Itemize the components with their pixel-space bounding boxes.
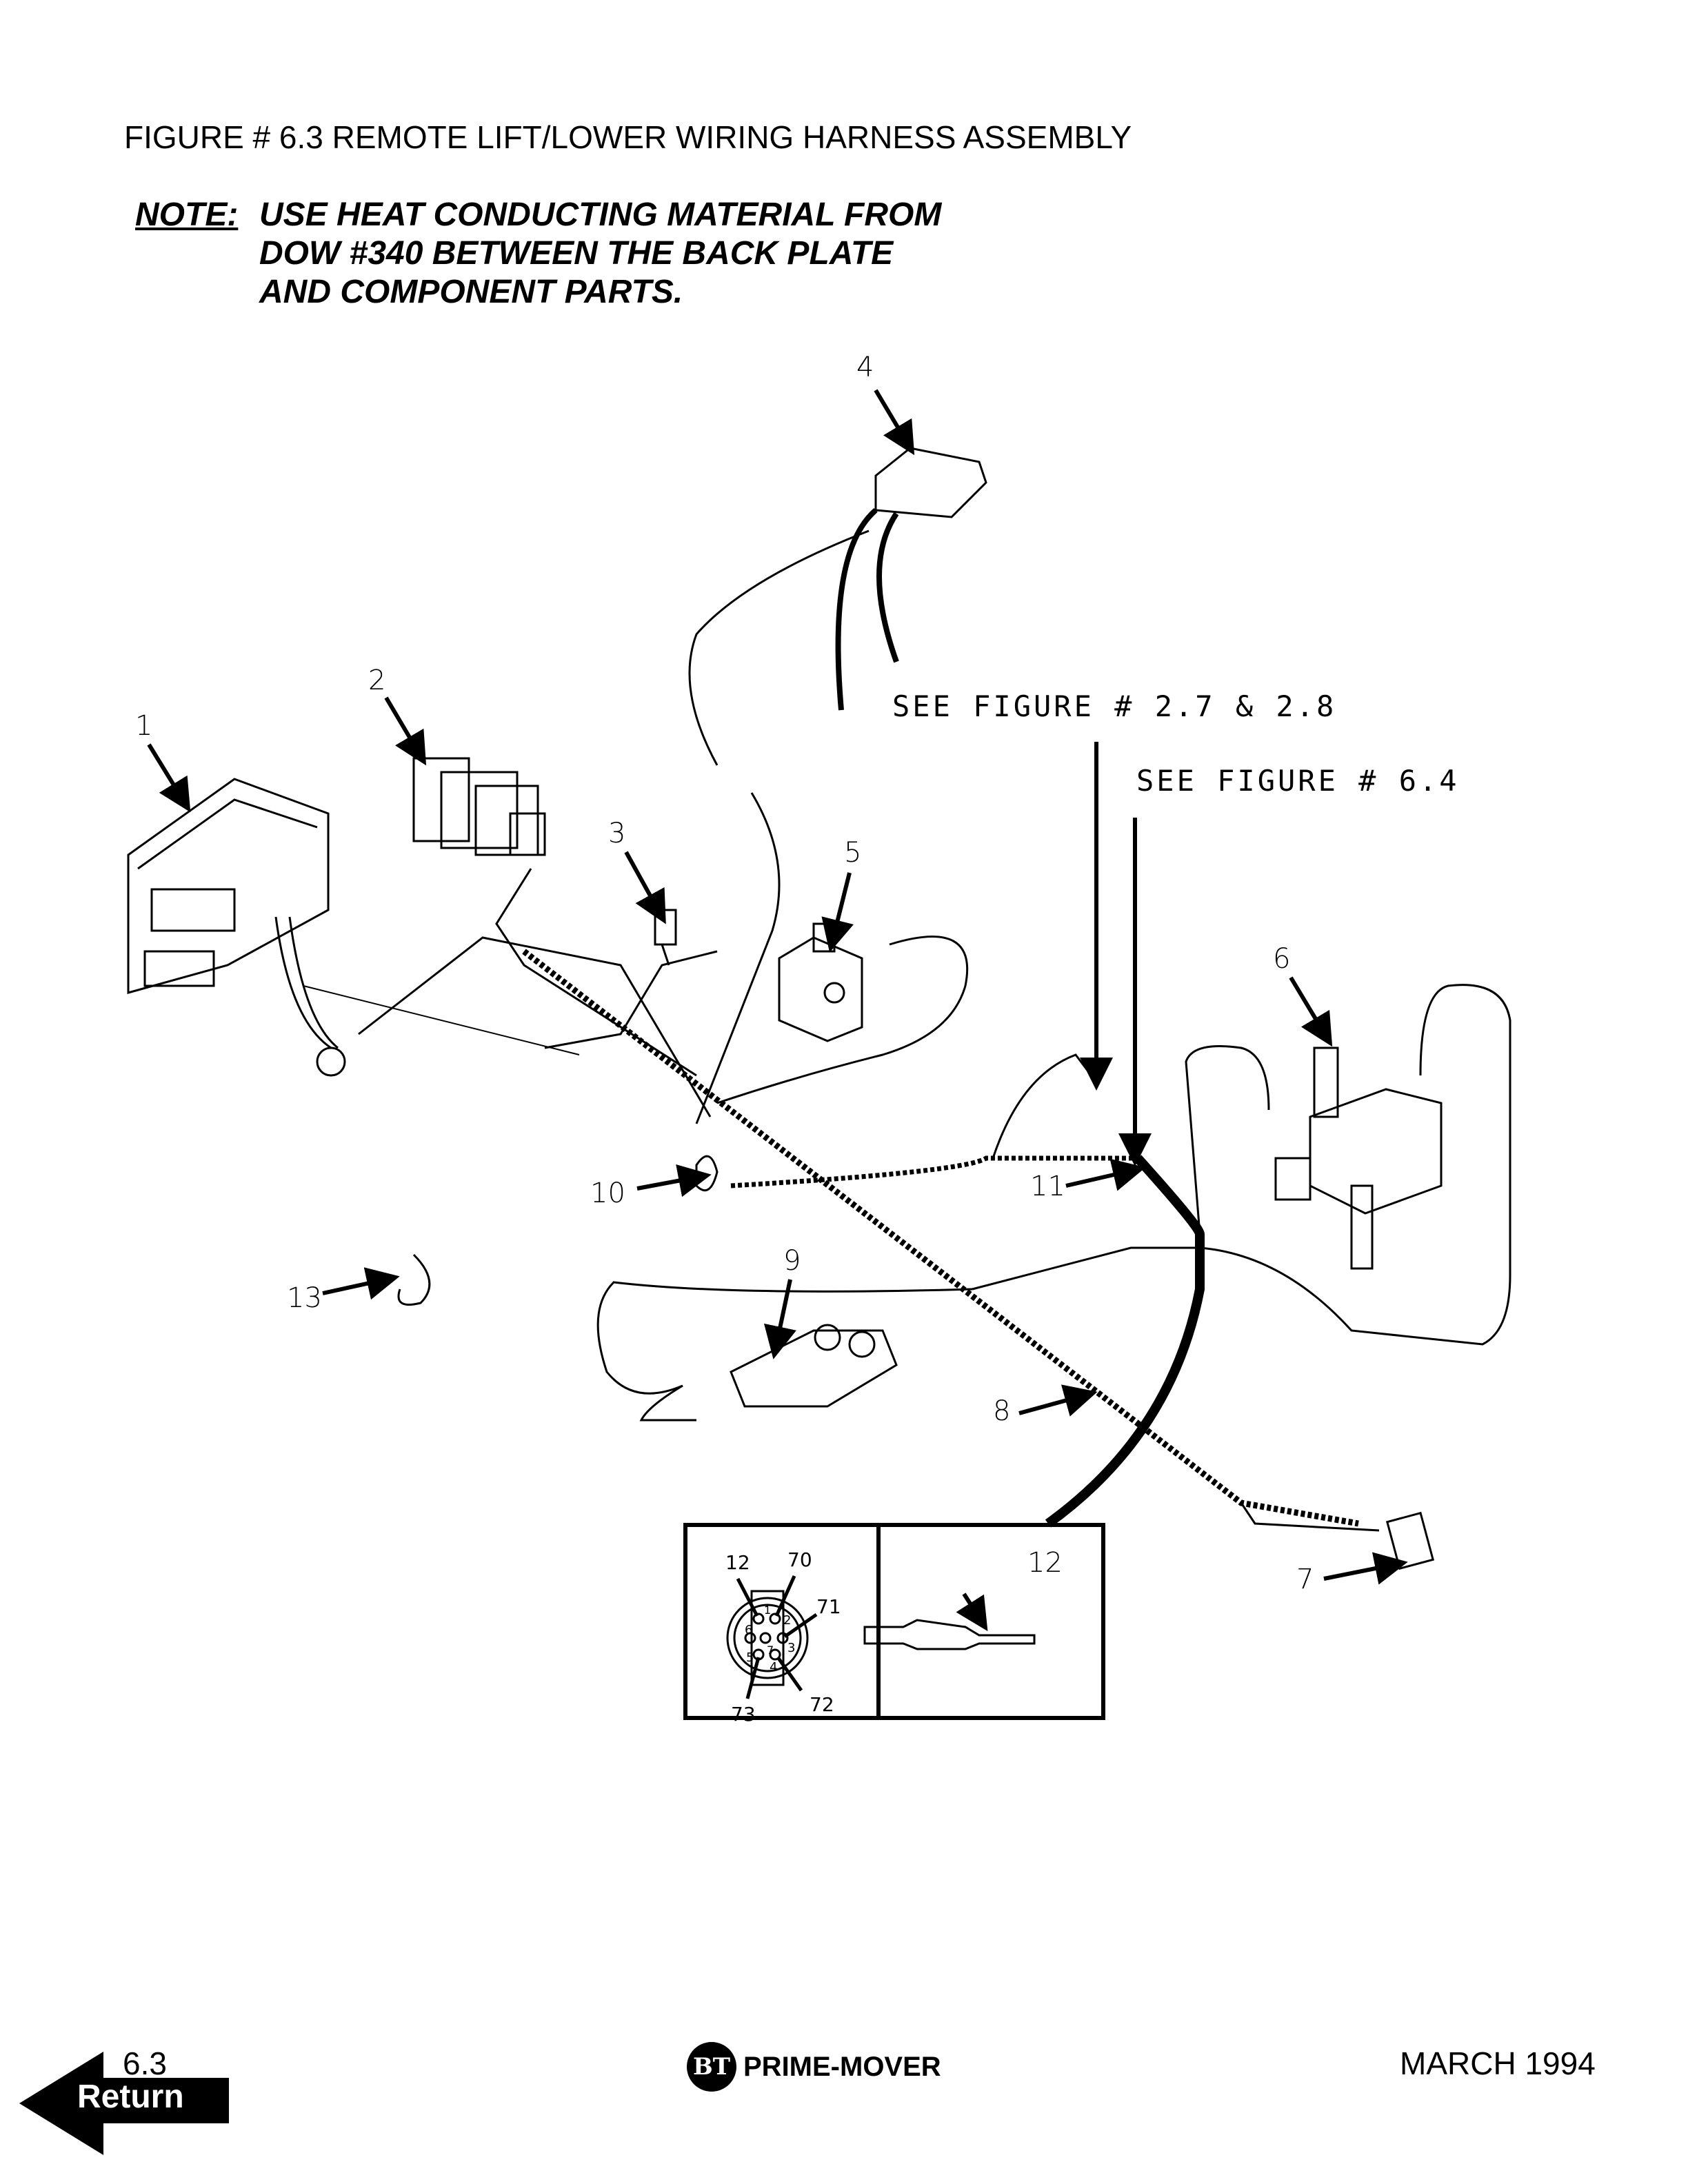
callout-10: 10 (590, 1177, 625, 1209)
component-6-valve-block (1274, 1046, 1443, 1270)
callout-8: 8 (993, 1395, 1011, 1427)
component-1-controller (127, 778, 346, 1077)
pin-2: 2 (783, 1613, 792, 1628)
note-line-3: AND COMPONENT PARTS. (259, 274, 683, 310)
see-figure-2-7-2-8: SEE FIGURE # 2.7 & 2.8 (892, 689, 1337, 723)
callout-7: 7 (1296, 1564, 1314, 1595)
component-7-switch (1385, 1511, 1435, 1570)
note-line-1: USE HEAT CONDUCTING MATERIAL FROM (259, 196, 942, 233)
connector-inset (683, 1523, 1105, 1720)
publication-date: MARCH 1994 (1400, 2045, 1596, 2081)
callout-6: 6 (1273, 943, 1291, 975)
callout-4: 4 (856, 352, 874, 383)
return-button[interactable]: Return (19, 2052, 229, 2155)
callout-arrows (147, 389, 1408, 1585)
callout-5: 5 (844, 837, 862, 869)
pin-3: 3 (787, 1641, 796, 1655)
callout-13: 13 (287, 1282, 322, 1314)
figure-title: FIGURE # 6.3 REMOTE LIFT/LOWER WIRING HA… (124, 119, 1132, 155)
bt-logo-icon: BT (687, 2042, 736, 2092)
pin-6: 6 (745, 1623, 753, 1637)
pin-4: 4 (770, 1660, 778, 1675)
note-label: NOTE: (135, 196, 239, 233)
note-line-2: DOW #340 BETWEEN THE BACK PLATE (259, 235, 894, 272)
callout-9: 9 (783, 1245, 801, 1277)
component-10-terminal (695, 1155, 719, 1192)
component-9-valve (730, 1324, 898, 1408)
callout-1: 1 (135, 710, 153, 742)
brand-logo: BT PRIME-MOVER (687, 2042, 941, 2092)
inset-label-12: 12 (725, 1551, 750, 1574)
inset-label-12-terminal: 12 (1027, 1547, 1063, 1579)
callout-3: 3 (608, 818, 626, 849)
return-label: Return (77, 2079, 184, 2115)
component-13-clamp (397, 1253, 431, 1306)
component-4-connector (688, 447, 987, 766)
page-number: 6.3 (123, 2045, 167, 2081)
pin-5: 5 (746, 1650, 754, 1665)
connector-face-drawing (726, 1575, 1036, 1699)
pin-7: 7 (767, 1644, 774, 1657)
inset-label-72: 72 (810, 1693, 834, 1716)
callout-11: 11 (1030, 1171, 1065, 1202)
component-5-valve (778, 922, 863, 1042)
callout-2: 2 (368, 665, 386, 696)
back-arrow-icon (19, 2052, 229, 2155)
see-figure-6-4: SEE FIGURE # 6.4 (1136, 764, 1460, 798)
inset-label-70: 70 (787, 1548, 812, 1571)
pin-1: 1 (764, 1604, 772, 1617)
brand-name: PRIME-MOVER (743, 2051, 941, 2082)
inset-label-71: 71 (816, 1595, 841, 1618)
component-3-key-switch (654, 909, 677, 966)
component-2-contactor (412, 757, 546, 856)
inset-label-73: 73 (731, 1703, 756, 1726)
